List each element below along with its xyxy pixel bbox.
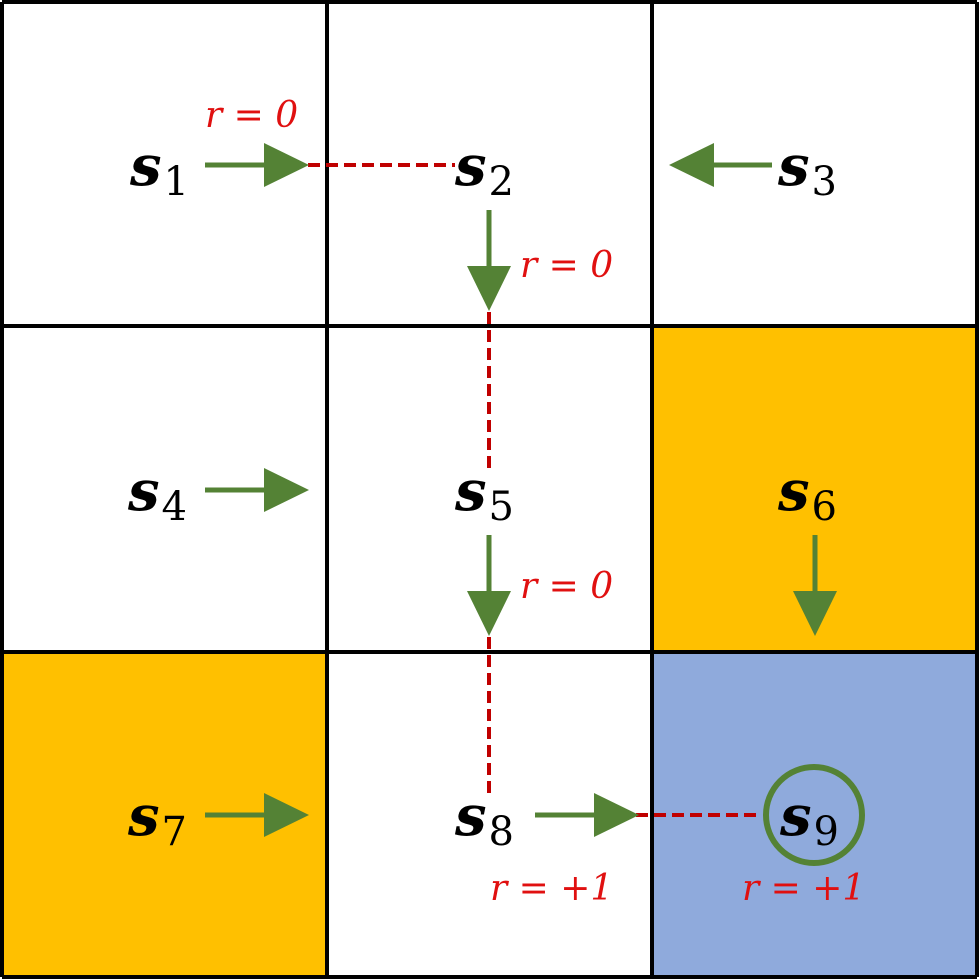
arrow-right-icon — [205, 468, 309, 512]
arrow-down-icon — [467, 210, 511, 311]
reward-s8-s9: r = +1 — [490, 868, 613, 909]
reward-s2-s5: r = 0 — [520, 245, 613, 286]
arrow-down-icon — [467, 535, 511, 636]
arrow-down-icon — [793, 535, 837, 636]
state-label-s1: s1 — [129, 133, 189, 205]
state-label-s5: s5 — [454, 458, 514, 530]
reward-labels: r = 0 r = 0 r = 0 r = +1 r = +1 — [205, 95, 865, 909]
arrow-left-icon — [669, 143, 772, 187]
reward-s9-stay: r = +1 — [742, 868, 865, 909]
policy-arrows — [205, 143, 865, 866]
reward-s1-s2: r = 0 — [205, 95, 298, 136]
trajectory-path — [308, 163, 758, 817]
state-label-s8: s8 — [454, 783, 514, 855]
arrow-right-icon — [205, 143, 309, 187]
arrow-right-icon — [205, 793, 309, 837]
state-labels: s1 s2 s3 s4 s5 s6 s7 s8 s9 — [127, 133, 839, 855]
state-label-s2: s2 — [454, 133, 514, 205]
state-label-s6: s6 — [777, 458, 837, 530]
state-label-s7: s7 — [127, 783, 187, 855]
state-label-s3: s3 — [777, 133, 837, 205]
reward-s5-s8: r = 0 — [520, 566, 613, 607]
state-label-s4: s4 — [127, 458, 187, 530]
arrow-right-icon — [535, 793, 639, 837]
cell-s9-bg — [652, 652, 976, 976]
state-label-s9: s9 — [779, 783, 839, 855]
stay-circle-icon — [763, 764, 865, 866]
